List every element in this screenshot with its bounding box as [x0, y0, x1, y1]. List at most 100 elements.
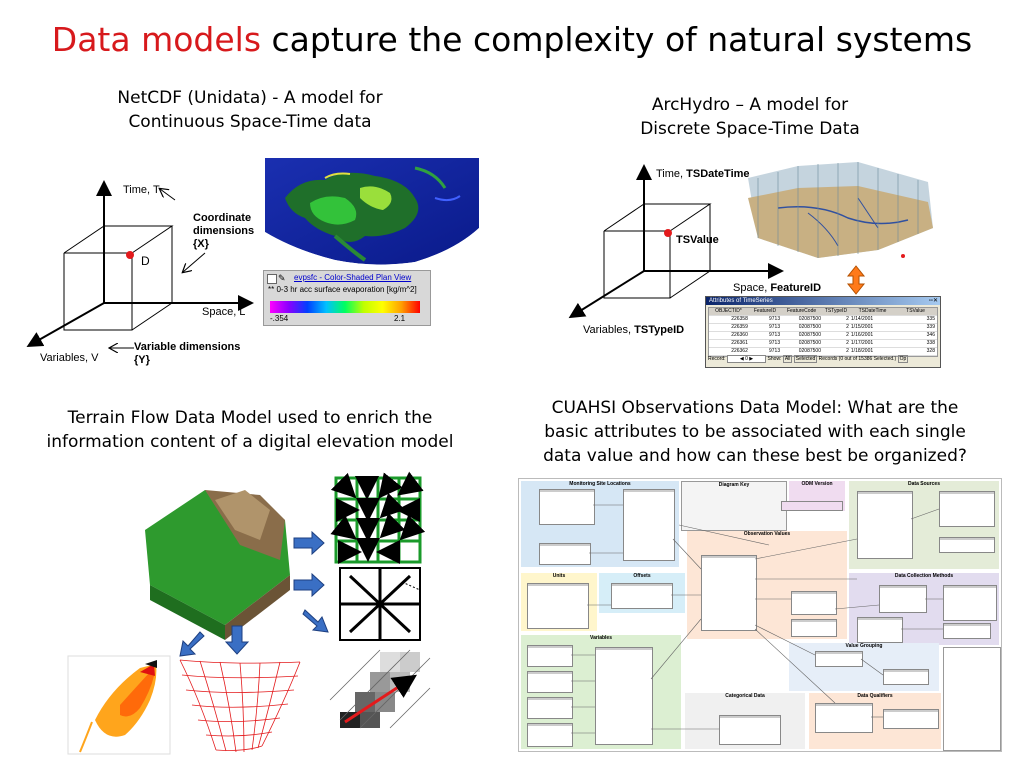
schema-table — [815, 703, 873, 733]
table-cell: 9713 — [768, 316, 781, 322]
table-header-cell: FeatureID — [753, 308, 777, 314]
schema-table — [857, 491, 913, 559]
schema-table — [719, 715, 781, 745]
north-america-evaporation-map — [265, 158, 479, 266]
table-header-cell: FeatureCode — [786, 308, 817, 314]
table-cell: 2 — [846, 316, 849, 322]
schema-table — [943, 623, 991, 639]
table-header-cell: TSTypeID — [824, 308, 848, 314]
table-cell: 338 — [926, 340, 935, 346]
show-all-button[interactable]: All — [782, 355, 793, 363]
timeseries-table: OBJECTID* FeatureID FeatureCode TSTypeID TSD… — [708, 307, 938, 357]
netcdf-point-label: D — [141, 254, 150, 268]
netcdf-axis-variables: Variables, V — [40, 352, 99, 364]
netcdf-legend-panel: ✎ evpsfc - Color-Shaded Plan View ** 0-3… — [263, 270, 431, 326]
schema-table — [939, 537, 995, 553]
schema-table — [883, 709, 939, 729]
table-header-cell: OBJECTID* — [715, 308, 742, 314]
schema-table — [527, 671, 573, 693]
schema-table — [527, 583, 589, 629]
record-nav[interactable]: ◀ 0 ▶ — [726, 355, 767, 363]
schema-table — [815, 651, 863, 667]
table-cell: 2 — [846, 348, 849, 354]
schema-table — [595, 647, 653, 745]
odm-schema-diagram: Monitoring Site Locations Diagram Key OD… — [518, 478, 1002, 752]
schema-table — [943, 585, 997, 621]
schema-table — [781, 501, 843, 511]
title-rest: capture the complexity of natural system… — [271, 20, 973, 59]
table-cell: 9713 — [768, 332, 781, 338]
cuahsi-heading: CUAHSI Observations Data Model: What are… — [543, 398, 967, 466]
sample-type-list — [943, 647, 1001, 751]
table-cell: 9713 — [768, 340, 781, 346]
window-controls[interactable]: ▫▫✕ — [928, 298, 938, 304]
table-cell: 226360 — [731, 332, 748, 338]
options-button[interactable]: Op — [897, 355, 909, 363]
table-cell: 226358 — [731, 316, 748, 322]
table-cell: 328 — [926, 348, 935, 354]
table-cell: 346 — [926, 332, 935, 338]
archydro-axis-time: Time, TSDateTime — [656, 168, 750, 180]
schema-table — [527, 645, 573, 667]
table-cell: 1/17/2001 — [850, 340, 874, 346]
schema-table — [857, 617, 903, 643]
table-cell: 1/15/2001 — [850, 324, 874, 330]
table-cell: 226359 — [731, 324, 748, 330]
pencil-icon: ✎ — [278, 273, 286, 283]
table-header-row: OBJECTID* FeatureID FeatureCode TSTypeID TSD… — [709, 308, 937, 316]
table-cell: 335 — [926, 316, 935, 322]
schema-table — [527, 697, 573, 719]
schema-table — [939, 491, 995, 527]
timeseries-table-window: Attributes of TimeSeries ▫▫✕ OBJECTID* Fe… — [705, 296, 941, 368]
schema-table — [539, 489, 595, 525]
legend-max: 2.1 — [394, 314, 406, 323]
schema-table — [791, 591, 837, 615]
netcdf-heading: NetCDF (Unidata) - A model for Continuou… — [117, 88, 383, 132]
map-view-link[interactable]: evpsfc - Color-Shaded Plan View — [294, 273, 412, 282]
schema-relationships — [571, 504, 943, 734]
show-selected-button[interactable]: Selected — [793, 355, 818, 363]
table-cell: 2 — [846, 324, 849, 330]
table-cell: 1/16/2001 — [850, 332, 874, 338]
table-header-cell: TSDateTime — [858, 308, 887, 314]
legend-min: -.354 — [270, 314, 289, 323]
archydro-axis-variables: Variables, TSTypeID — [583, 324, 685, 336]
schema-table — [539, 543, 591, 565]
title-highlight: Data models — [51, 20, 262, 59]
archydro-axis-space: Space, FeatureID — [733, 282, 822, 294]
table-title-bar: Attributes of TimeSeries ▫▫✕ — [706, 297, 940, 305]
group-key: Diagram Key — [681, 481, 787, 531]
tsvalue-label: TSValue — [676, 234, 719, 246]
table-header-cell: TSValue — [906, 308, 925, 314]
page-title: Data models capture the complexity of na… — [0, 18, 1024, 62]
schema-table — [701, 555, 757, 631]
table-cell: 02087500 — [798, 332, 821, 338]
table-cell: 1/14/2001 — [850, 316, 874, 322]
map-caption: ** 0-3 hr acc surface evaporation [kg/m^… — [268, 285, 417, 294]
netcdf-axis-space: Space, L — [202, 306, 246, 318]
table-cell: 339 — [926, 324, 935, 330]
netcdf-axis-time: Time, T — [123, 184, 160, 196]
schema-table — [883, 669, 929, 685]
table-cell: 226361 — [731, 340, 748, 346]
variable-dimensions-label: Variable dimensions {Y} — [134, 341, 241, 366]
schema-table — [623, 489, 675, 561]
table-cell: 02087500 — [798, 348, 821, 354]
table-cell: 2 — [846, 340, 849, 346]
table-footer: Record: ◀ 0 ▶ Show: All Selected Records… — [708, 355, 909, 363]
coordinate-dimensions-label: Coordinate dimensions {X} — [193, 212, 255, 250]
terrain-heading: Terrain Flow Data Model used to enrich t… — [46, 408, 454, 452]
archydro-heading: ArcHydro – A model for Discrete Space-Ti… — [640, 95, 860, 139]
schema-table — [527, 723, 573, 747]
color-scale-bar — [270, 301, 420, 313]
schema-table — [791, 619, 837, 637]
legend-checkbox[interactable] — [267, 274, 277, 284]
